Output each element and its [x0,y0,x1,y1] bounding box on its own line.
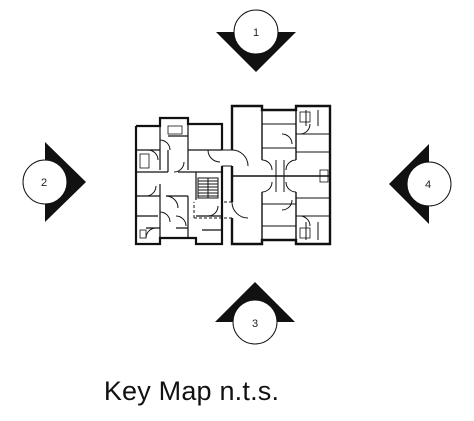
view-marker-1-label: 1 [253,27,259,39]
west-wing-fixture-3 [139,229,147,239]
view-marker-4-arrow [389,144,429,224]
east-wing-fixture-2 [299,227,311,239]
east-wing-door-swings [231,123,311,227]
view-marker-2-arrow [45,142,86,222]
view-marker-4: 4 [389,144,452,224]
view-marker-4-label: 4 [425,179,431,191]
connector-dashed-link [193,201,232,219]
west-wing-stair-treads [198,178,218,198]
view-marker-1-arrow [216,32,296,72]
view-marker-2-label: 2 [41,177,47,189]
view-marker-2: 2 [22,142,86,222]
east-wing-outline [230,104,332,246]
east-wing-interior-walls [262,110,330,240]
east-wing-corridor [232,110,330,240]
floor-plan-west-wing [134,116,224,246]
west-wing-fixture [139,153,150,169]
west-wing-door-swings [145,139,221,239]
east-wing-fixture-3 [319,169,329,183]
key-map-caption: Key Map n.t.s. [103,376,280,406]
view-marker-3: 3 [215,282,295,345]
floor-plan-east-wing [230,104,332,246]
east-wing-fixture-1 [299,111,311,123]
view-marker-1: 1 [216,9,296,72]
floor-plan-connector [193,149,232,219]
west-wing-fixture-2 [167,125,183,135]
connector-walls [222,149,232,167]
view-marker-3-arrow [215,282,295,322]
view-marker-3-label: 3 [252,318,258,330]
